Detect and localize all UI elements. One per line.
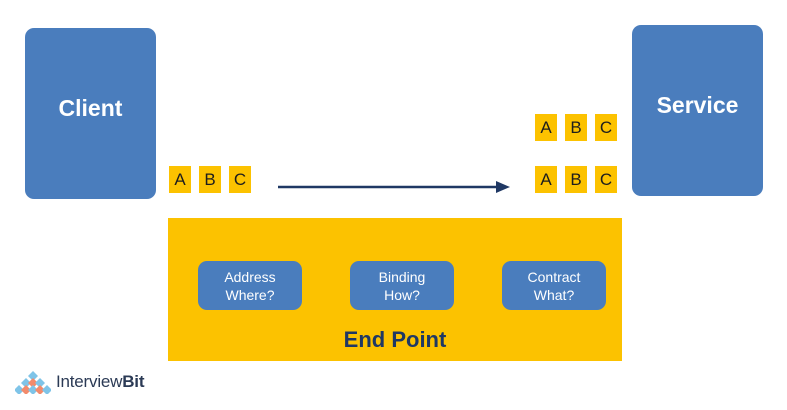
binding-question: How? (384, 286, 420, 303)
service-box: Service (632, 25, 763, 196)
brand-name-part1: Interview (56, 372, 123, 391)
endpoint-binding-box: Binding How? (350, 261, 454, 310)
client-chip-a: A (169, 166, 191, 193)
arrow-head-icon (496, 181, 510, 193)
service-chip-bottom-b: B (565, 166, 587, 193)
contract-label: Contract (527, 268, 581, 285)
service-chip-top-c: C (595, 114, 617, 141)
client-chip-c: C (229, 166, 251, 193)
binding-label: Binding (378, 268, 426, 285)
endpoint-address-box: Address Where? (198, 261, 302, 310)
brand-name-part2: Bit (122, 372, 145, 391)
message-arrow (278, 181, 510, 193)
service-chip-top-a: A (535, 114, 557, 141)
service-chip-top-b: B (565, 114, 587, 141)
address-question: Where? (225, 286, 275, 303)
endpoint-contract-box: Contract What? (502, 261, 606, 310)
service-chip-bottom-a: A (535, 166, 557, 193)
brand-name: InterviewBit (56, 372, 144, 392)
service-chip-bottom-c: C (595, 166, 617, 193)
client-label: Client (58, 95, 123, 121)
client-box: Client (25, 28, 156, 199)
interviewbit-logo-icon (15, 371, 51, 394)
contract-question: What? (533, 286, 575, 303)
endpoint-title: End Point (343, 327, 447, 352)
address-label: Address (224, 268, 276, 285)
brand-watermark: InterviewBit (15, 370, 144, 394)
client-chip-b: B (199, 166, 221, 193)
service-label: Service (656, 92, 739, 118)
endpoint-panel: Address Where? Binding How? Contract Wha… (168, 218, 622, 361)
